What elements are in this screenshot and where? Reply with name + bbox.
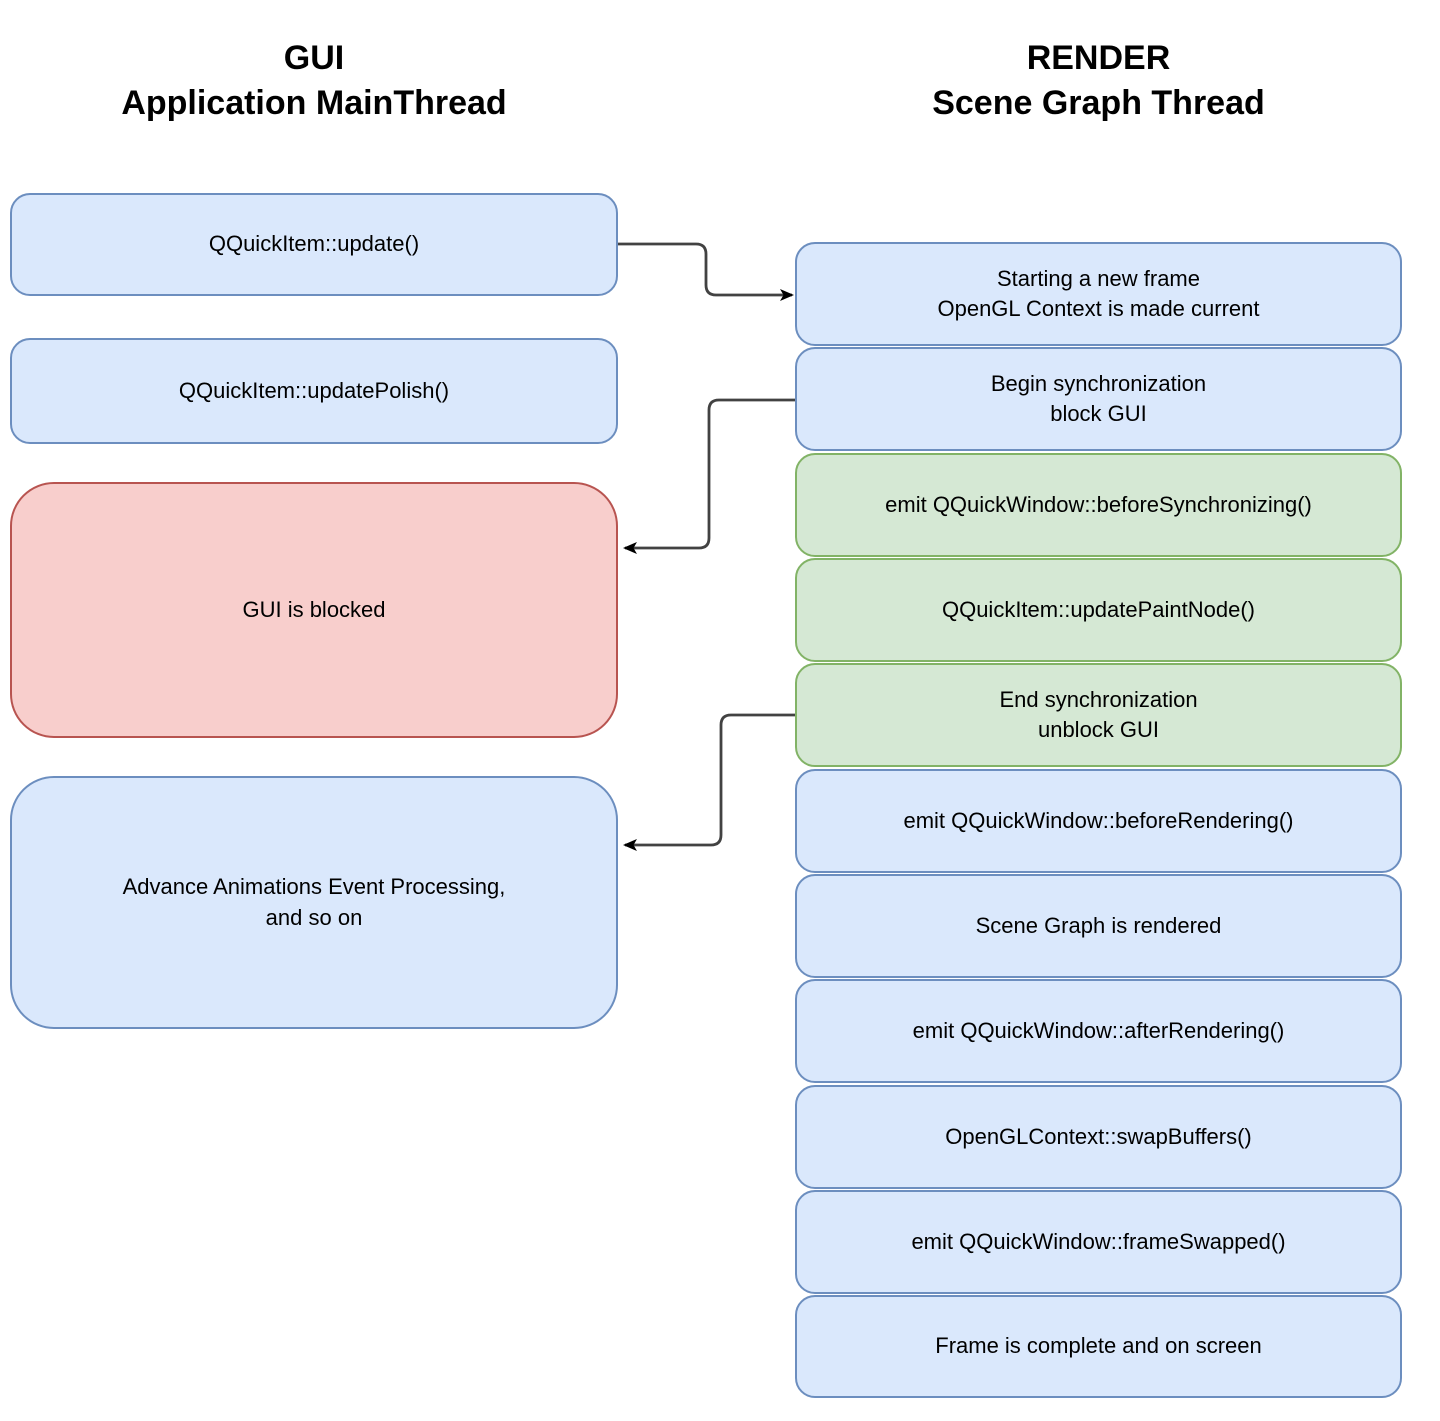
node-emit-frameswapped: emit QQuickWindow::frameSwapped()	[795, 1190, 1402, 1294]
node-emit-beforerendering: emit QQuickWindow::beforeRendering()	[795, 769, 1402, 873]
node-label: GUI is blocked	[242, 596, 386, 622]
node-label: emit QQuickWindow::afterRendering()	[912, 1017, 1285, 1043]
node-qquickitem-update: QQuickItem::update()	[10, 193, 618, 296]
node-openglcontext-swapbuffers: OpenGLContext::swapBuffers()	[795, 1085, 1402, 1189]
arrow-update-to-new-frame	[618, 242, 794, 301]
node-label: emit QQuickWindow::frameSwapped()	[911, 1228, 1286, 1254]
gui-thread-title: GUI Application MainThread	[121, 39, 507, 122]
node-end-synchronization: End synchronization unblock GUI	[795, 663, 1402, 767]
node-qquickitem-updatepaintnode: QQuickItem::updatePaintNode()	[795, 558, 1402, 662]
node-starting-new-frame: Starting a new frame OpenGL Context is m…	[795, 242, 1402, 346]
node-begin-synchronization: Begin synchronization block GUI	[795, 347, 1402, 451]
node-label: QQuickItem::updatePolish()	[178, 377, 450, 403]
node-emit-beforesynchronizing: emit QQuickWindow::beforeSynchronizing()	[795, 453, 1402, 557]
node-label: Starting a new frame OpenGL Context is m…	[937, 265, 1260, 321]
node-scene-graph-rendered: Scene Graph is rendered	[795, 874, 1402, 978]
node-label: emit QQuickWindow::beforeRendering()	[903, 807, 1294, 833]
render-thread-title: RENDER Scene Graph Thread	[932, 39, 1265, 122]
node-label: End synchronization unblock GUI	[999, 686, 1198, 742]
node-qquickitem-updatepolish: QQuickItem::updatePolish()	[10, 338, 618, 444]
node-emit-afterrendering: emit QQuickWindow::afterRendering()	[795, 979, 1402, 1083]
node-advance-animations: Advance Animations Event Processing, and…	[10, 776, 618, 1029]
node-label: QQuickItem::update()	[208, 231, 420, 257]
node-label: Scene Graph is rendered	[975, 912, 1222, 938]
node-label: emit QQuickWindow::beforeSynchronizing()	[885, 491, 1312, 517]
node-label: QQuickItem::updatePaintNode()	[941, 596, 1256, 622]
node-label: Begin synchronization block GUI	[990, 370, 1207, 426]
node-label: Frame is complete and on screen	[935, 1333, 1262, 1359]
node-label: Advance Animations Event Processing, and…	[122, 874, 506, 930]
node-gui-is-blocked: GUI is blocked	[10, 482, 618, 738]
arrow-begin-sync-to-gui-blocked	[623, 398, 795, 554]
node-label: OpenGLContext::swapBuffers()	[945, 1123, 1252, 1149]
arrow-end-sync-to-advance-animations	[623, 713, 795, 851]
node-frame-complete: Frame is complete and on screen	[795, 1295, 1402, 1398]
